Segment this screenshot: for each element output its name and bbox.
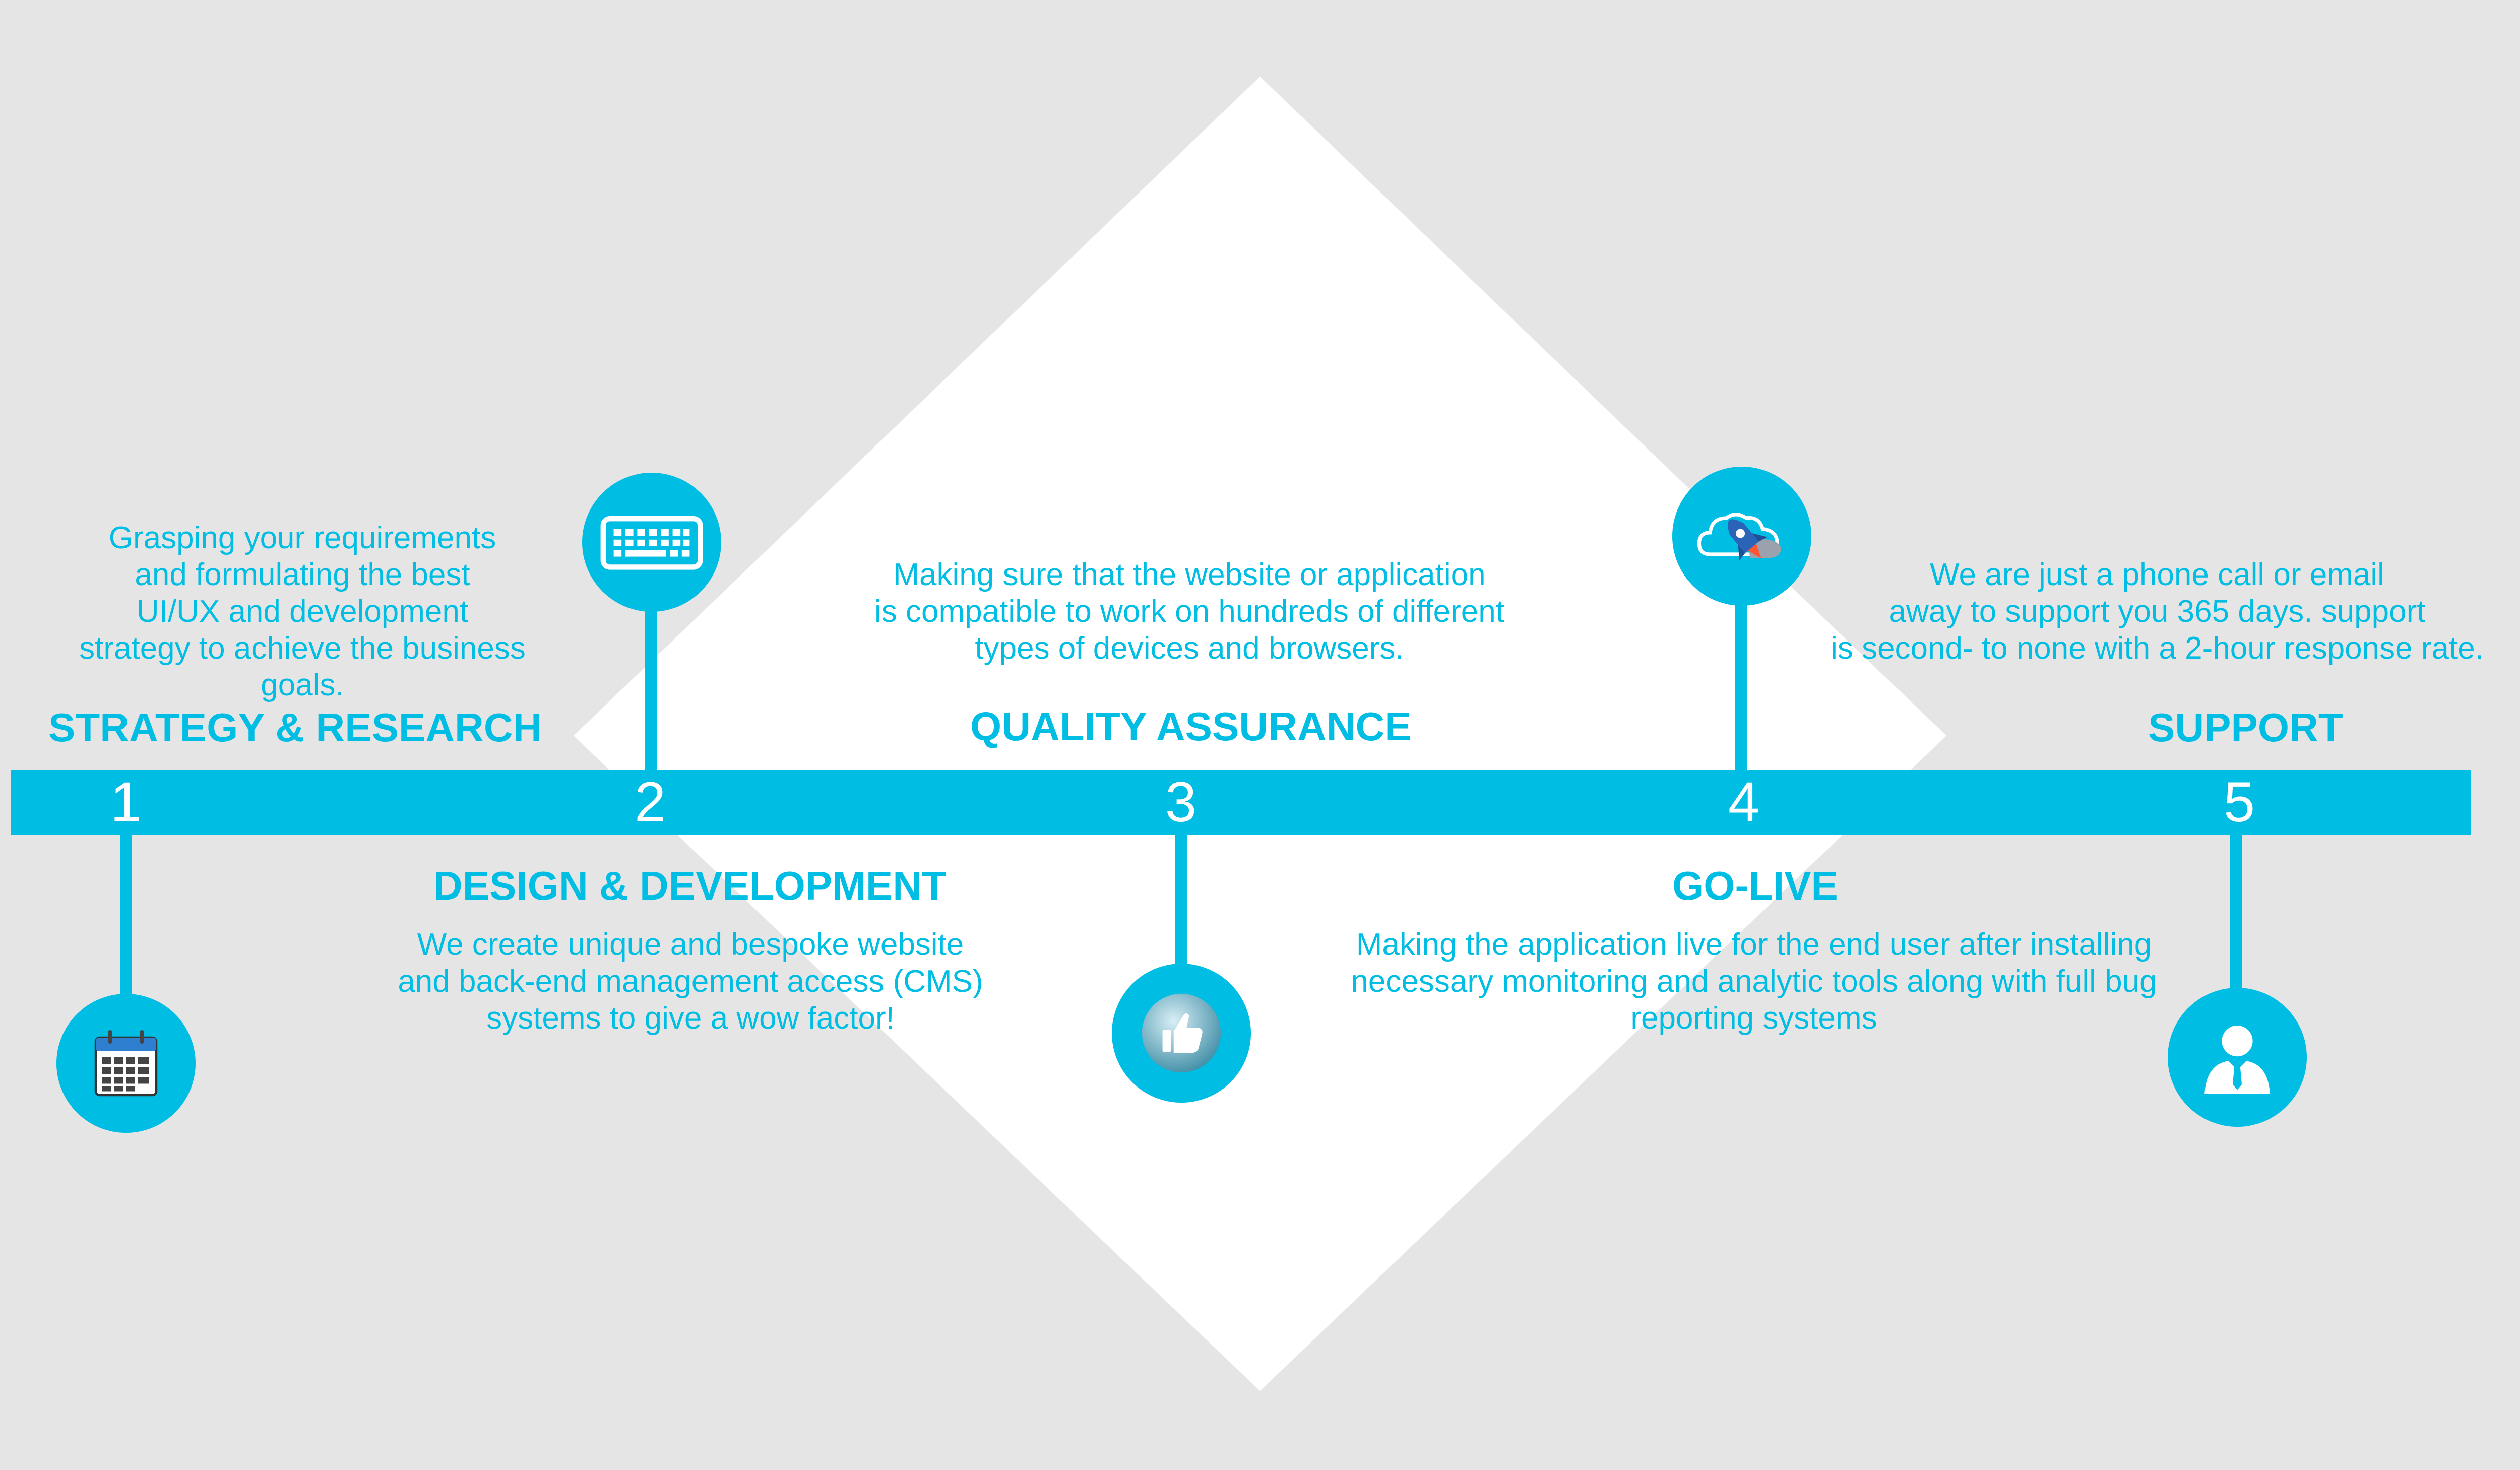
step-4-description-line: Making the application live for the end … [1356,927,2152,962]
step-1-description-line: goals. [261,668,344,702]
step-3-description-line: is compatible to work on hundreds of dif… [874,594,1504,629]
step-1-description: Grasping your requirements and formulati… [50,520,554,704]
support-person-icon [2204,1026,2270,1094]
thumbs-up-icon [1142,993,1221,1073]
step-5-description-line: is second- to none with a 2-hour respons… [1831,631,2484,666]
step-4-description: Making the application live for the end … [1300,926,2208,1037]
step-1-description-line: and formulating the best [135,557,470,592]
step-4-description-line: reporting systems [1630,1001,1877,1036]
step-5-node [2168,988,2307,1127]
step-3-title: QUALITY ASSURANCE [970,704,1412,749]
step-5-connector [2230,826,2242,998]
step-4-description-line: necessary monitoring and analytic tools … [1351,964,2157,999]
step-5-description-line: We are just a phone call or email [1930,557,2384,592]
step-1-description-line: strategy to achieve the business [79,631,526,666]
step-4-connector [1735,600,1747,771]
step-number-4: 4 [1728,771,1760,834]
step-1-connector [120,826,132,1003]
step-4-title: GO-LIVE [1672,863,1838,908]
step-5-description-line: away to support you 365 days. support [1888,594,2426,629]
calendar-icon [94,1030,158,1097]
step-number-1: 1 [110,771,142,834]
step-5-title: SUPPORT [2148,705,2343,750]
step-number-2: 2 [634,771,666,834]
step-1-description-line: UI/UX and development [136,594,469,629]
step-number-5: 5 [2223,771,2255,834]
step-2-description-line: We create unique and bespoke website [417,927,964,962]
step-5-description: We are just a phone call or email away t… [1804,556,2510,667]
step-3-node [1112,964,1251,1103]
step-2-description-line: and back-end management access (CMS) [398,964,983,999]
step-1-node [56,994,196,1133]
step-2-description-line: systems to give a wow factor! [486,1001,895,1036]
rocket-cloud-icon [1697,513,1781,560]
step-2-connector [645,605,657,776]
step-1-description-line: Grasping your requirements [108,521,496,555]
timeline-bar [11,770,2471,835]
step-1-title: STRATEGY & RESEARCH [48,705,542,750]
step-2-description: We create unique and bespoke website and… [363,926,1018,1037]
step-3-description-line: Making sure that the website or applicat… [893,557,1486,592]
keyboard-icon [600,516,703,570]
step-4-node [1672,467,1811,606]
step-2-title: DESIGN & DEVELOPMENT [433,863,947,908]
step-3-description: Making sure that the website or applicat… [837,556,1542,667]
step-3-description-line: types of devices and browsers. [975,631,1404,666]
step-3-connector [1175,826,1187,978]
step-2-node [582,473,721,612]
step-number-3: 3 [1165,771,1197,834]
